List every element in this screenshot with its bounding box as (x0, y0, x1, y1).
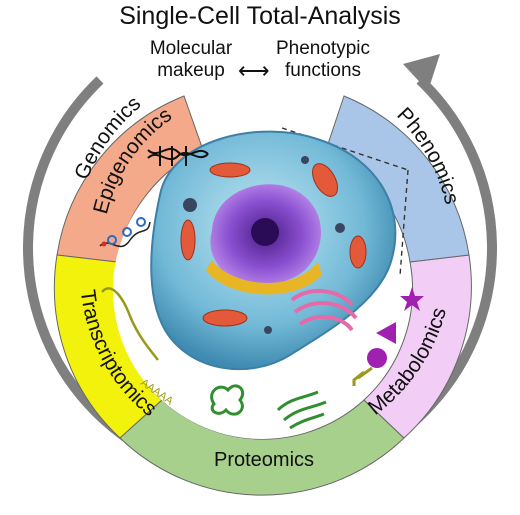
diagram-title: Single-Cell Total-Analysis (119, 2, 401, 30)
cell-illustration (150, 130, 397, 371)
dna-helix-icon (147, 146, 209, 166)
phenotypic-functions-label: Phenotypic functions (275, 38, 370, 81)
protein-icon (210, 384, 327, 430)
double-arrow-icon: ⟷ (238, 58, 270, 83)
cycle-arrowhead-icon (403, 54, 440, 91)
phenomics-segment (325, 95, 470, 263)
proteomics-label: Proteomics (214, 449, 314, 471)
metabolite-icon (352, 287, 424, 386)
chromatin-icon (99, 217, 151, 248)
molecular-makeup-label: Molecular makeup (149, 38, 233, 81)
